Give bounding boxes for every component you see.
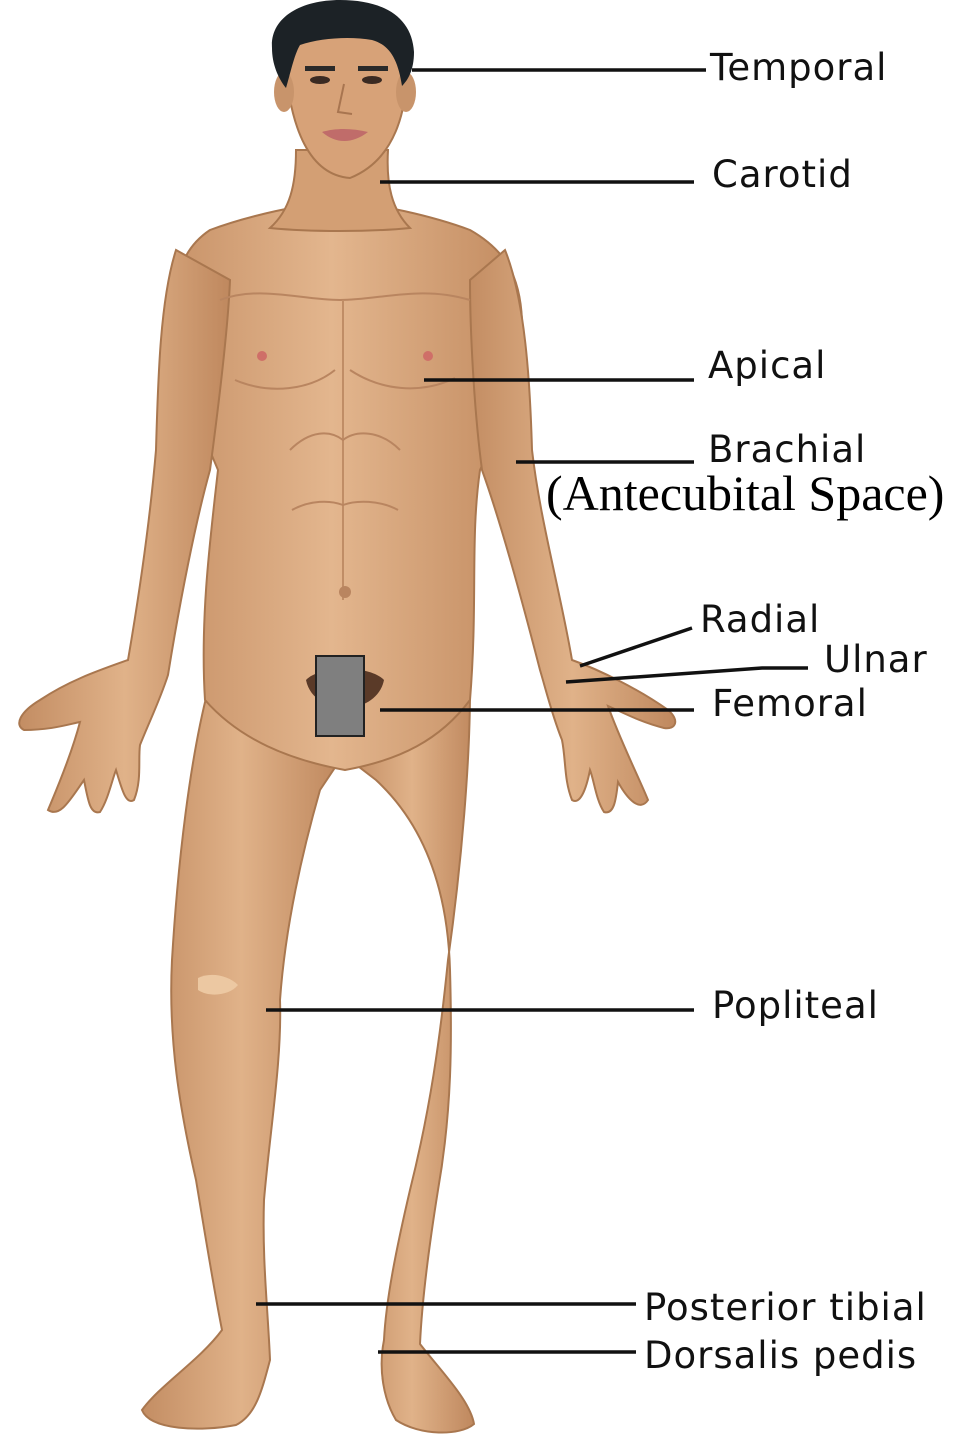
left-arm [470, 250, 675, 812]
eye-right [310, 76, 330, 84]
eye-left [362, 76, 382, 84]
censor-box [316, 656, 364, 736]
label-femoral: Femoral [712, 682, 868, 725]
label-carotid: Carotid [712, 153, 853, 196]
human-figure [19, 0, 675, 1433]
label-antecubital-space: (Antecubital Space) [546, 465, 944, 521]
label-radial: Radial [700, 598, 820, 641]
leader-radial [580, 628, 692, 666]
label-dorsalis-pedis: Dorsalis pedis [644, 1334, 917, 1377]
brow-right [305, 66, 335, 71]
navel [339, 586, 351, 598]
label-apical: Apical [708, 344, 826, 387]
brow-left [358, 66, 388, 71]
right-leg [142, 690, 340, 1429]
label-posterior-tibial: Posterior tibial [644, 1286, 927, 1329]
label-popliteal: Popliteal [712, 984, 879, 1027]
left-leg [350, 690, 474, 1433]
label-ulnar: Ulnar [824, 638, 928, 681]
nipple-left [423, 351, 433, 361]
label-temporal: Temporal [709, 46, 887, 89]
nipple-right [257, 351, 267, 361]
